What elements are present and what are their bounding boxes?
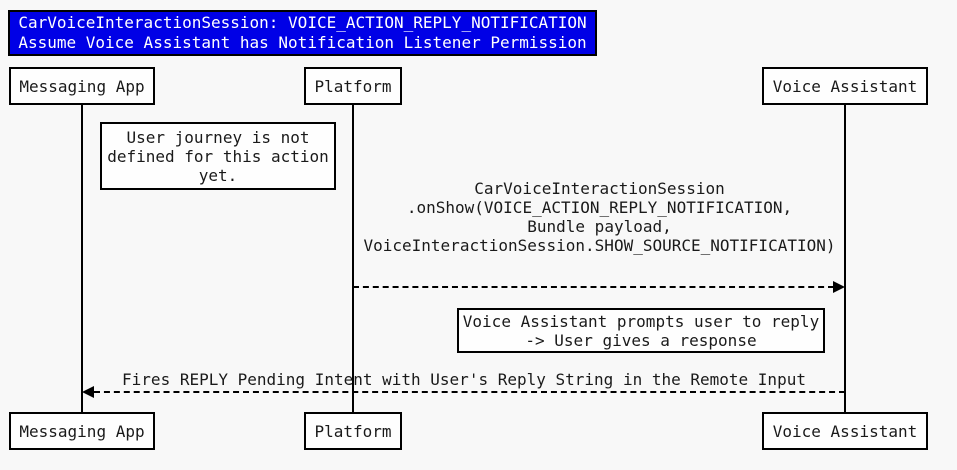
message-fires-reply-label: Fires REPLY Pending Intent with User's R…	[122, 370, 806, 389]
diagram-title: CarVoiceInteractionSession: VOICE_ACTION…	[8, 10, 597, 56]
participant-label: Messaging App	[19, 76, 145, 96]
note-text: User journey is not defined for this act…	[107, 127, 329, 185]
participant-platform-top: Platform	[304, 67, 402, 105]
participant-messaging-app-bottom: Messaging App	[9, 412, 155, 450]
diagram-title-line-1: CarVoiceInteractionSession: VOICE_ACTION…	[18, 13, 587, 32]
participant-label: Voice Assistant	[772, 421, 918, 441]
diagram-title-line-2: Assume Voice Assistant has Notification …	[18, 33, 587, 52]
participant-voice-assistant-top: Voice Assistant	[762, 67, 928, 105]
message-onshow-label: CarVoiceInteractionSession .onShow(VOICE…	[363, 179, 836, 255]
message-onshow-arrow	[353, 286, 834, 288]
participant-label: Messaging App	[19, 421, 145, 441]
note-voice-assistant-prompts: Voice Assistant prompts user to reply ->…	[457, 308, 825, 353]
participant-voice-assistant-bottom: Voice Assistant	[762, 412, 928, 450]
participant-messaging-app-top: Messaging App	[9, 67, 155, 105]
note-user-journey: User journey is not defined for this act…	[100, 122, 336, 190]
lifeline-voice-assistant	[844, 105, 846, 413]
note-text: Voice Assistant prompts user to reply ->…	[462, 311, 820, 350]
lifeline-platform	[352, 105, 354, 413]
participant-label: Platform	[314, 76, 392, 96]
message-fires-reply-arrowhead-icon	[82, 386, 94, 398]
participant-platform-bottom: Platform	[304, 412, 402, 450]
participant-label: Voice Assistant	[772, 76, 918, 96]
message-fires-reply-arrow	[94, 391, 845, 393]
participant-label: Platform	[314, 421, 392, 441]
lifeline-messaging-app	[81, 105, 83, 413]
message-onshow-arrowhead-icon	[833, 281, 845, 293]
